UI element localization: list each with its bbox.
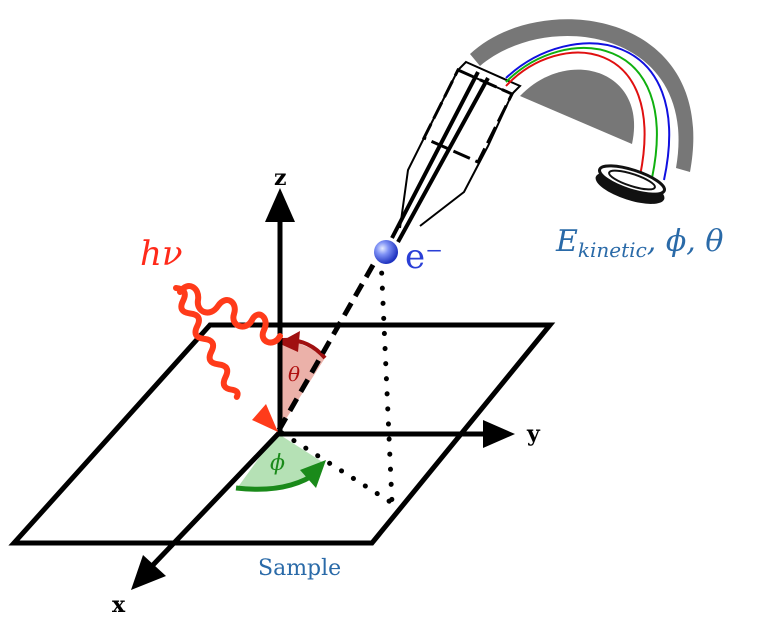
analyzer-label-sub: kinetic	[578, 238, 647, 262]
photon-wave-main	[173, 285, 241, 400]
analyzer-label-e: E	[555, 224, 578, 259]
photon-wave-lower	[178, 292, 256, 344]
electron-ball	[374, 240, 398, 264]
hemispherical-analyzer	[470, 19, 694, 204]
z-axis	[265, 188, 295, 435]
x-axis-label: x	[112, 592, 126, 618]
photon-wave	[177, 283, 283, 346]
y-axis-label: y	[526, 421, 541, 447]
electron-path	[276, 256, 380, 432]
sample-plane	[8, 322, 556, 546]
phi-arrowhead	[300, 460, 326, 488]
photon-label: hν	[140, 234, 183, 274]
photon-arrowhead	[252, 404, 278, 432]
phi-label: ϕ	[270, 451, 285, 476]
detector	[595, 164, 666, 204]
projection-vertical	[378, 255, 395, 506]
analyzer-label-tail: , ϕ, θ	[647, 224, 724, 259]
z-axis-label: z	[274, 165, 287, 191]
theta-label: θ	[288, 362, 300, 386]
theta-arrowhead	[278, 331, 300, 352]
analyzer-lens	[390, 60, 522, 243]
electron-label: e⁻	[405, 237, 443, 277]
sample-label: Sample	[258, 556, 341, 581]
phi-wedge	[238, 433, 324, 490]
y-axis	[278, 420, 515, 448]
x-axis	[131, 430, 282, 590]
analyzer-label: Ekinetic, ϕ, θ	[555, 224, 723, 262]
